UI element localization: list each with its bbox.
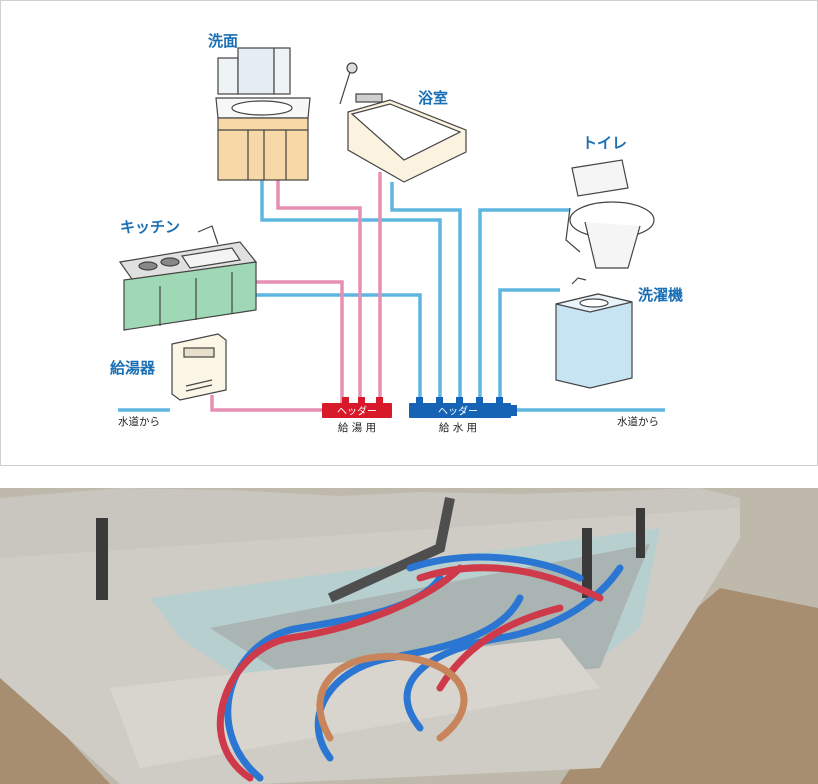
background-foundation [0, 488, 740, 558]
diagram-frame [0, 0, 818, 466]
water-heater-label: 給湯器 [110, 359, 156, 377]
hot-water-pipes [210, 172, 382, 412]
bathtub-illustration [339, 62, 467, 183]
plumbing-diagram: ヘッダー 給 湯 用 ヘッダー 給 水 用 水道から 水道から 洗面 浴室 [0, 0, 818, 466]
cold-water-pipes [118, 178, 665, 412]
washbasin-label: 洗面 [208, 32, 238, 50]
drain-pipe [327, 497, 455, 603]
supply-label-left: 水道から [118, 415, 160, 428]
supply-label-right: 水道から [617, 415, 659, 428]
toilet-illustration [565, 159, 655, 269]
kitchen-illustration [118, 225, 258, 331]
toilet-label: トイレ [582, 134, 627, 152]
pex-pipes [216, 553, 624, 782]
water-heater-illustration [171, 333, 227, 401]
post [582, 528, 592, 598]
post [636, 508, 645, 558]
hot-water-header: ヘッダー [322, 397, 392, 418]
cold-header-caption: 給 水 用 [439, 421, 477, 434]
cold-water-header: ヘッダー [409, 397, 517, 418]
washbasin-illustration [215, 47, 311, 181]
hot-header-caption: 給 湯 用 [338, 421, 376, 434]
cold-header-label: ヘッダー [438, 405, 478, 418]
post [96, 518, 108, 600]
bathroom-label: 浴室 [418, 89, 448, 107]
foundation-piping-photo [0, 488, 818, 784]
washing-machine-label: 洗濯機 [638, 286, 683, 304]
kitchen-label: キッチン [120, 218, 180, 236]
washing-machine-illustration [555, 277, 633, 389]
hot-header-label: ヘッダー [337, 405, 377, 418]
